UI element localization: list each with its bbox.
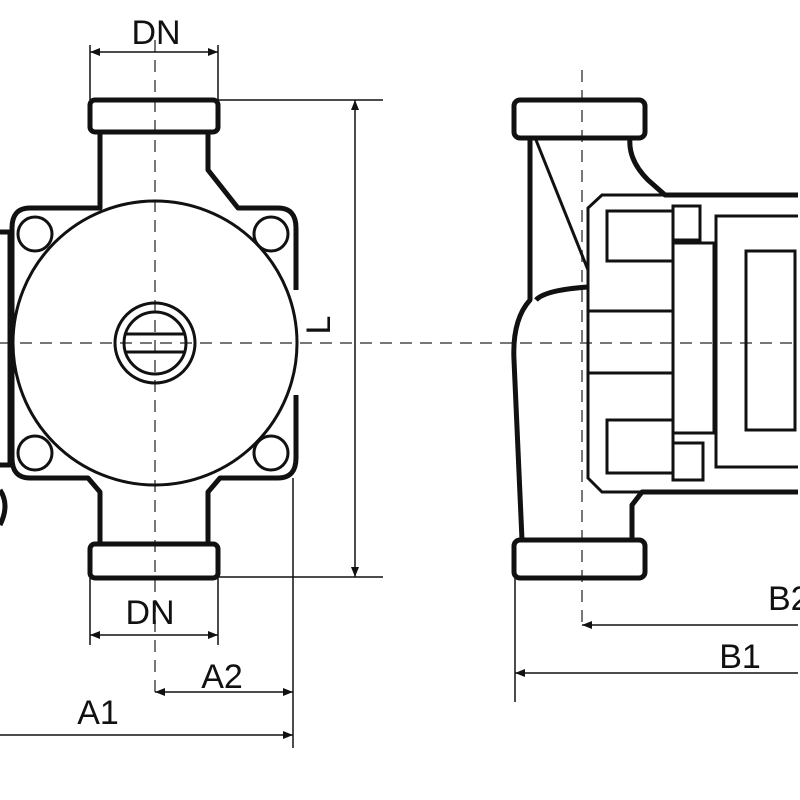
vent-screw-inner — [122, 310, 188, 376]
a2-label: A2 — [201, 658, 243, 696]
inlet-flange — [511, 97, 648, 141]
top-flange — [87, 97, 221, 135]
bolt-hole — [16, 215, 54, 253]
bolt-hole — [16, 434, 54, 472]
l-label: L — [300, 316, 338, 335]
clip — [671, 441, 705, 482]
volute-diagonal — [534, 139, 590, 271]
front-view — [0, 97, 299, 581]
nameplate-window — [744, 249, 797, 432]
motor-inner-housing — [714, 214, 798, 469]
stator-block — [605, 209, 675, 263]
motor-cover-circle — [11, 199, 299, 487]
front-dimensions: DN L DN A2 A1 — [0, 14, 383, 748]
terminal-box-edge — [0, 229, 13, 468]
a1-label: A1 — [77, 694, 119, 732]
vent-screw-outer — [113, 301, 197, 385]
dn-top-label: DN — [131, 14, 180, 52]
volute-outline — [511, 137, 798, 541]
b1-label: B1 — [719, 638, 761, 676]
side-dimensions: B2 B1 — [514, 578, 800, 702]
motor-housing — [586, 193, 798, 494]
dn-bottom-label: DN — [125, 594, 174, 632]
b2-label: B2 — [768, 580, 800, 618]
bolt-hole — [252, 434, 290, 472]
bolt-hole — [252, 215, 290, 253]
bottom-flange — [87, 541, 221, 581]
side-view — [511, 97, 798, 581]
outlet-flange — [511, 537, 648, 581]
stator-block — [605, 418, 675, 475]
clip — [671, 204, 702, 242]
cable-gland-edge — [0, 488, 8, 527]
